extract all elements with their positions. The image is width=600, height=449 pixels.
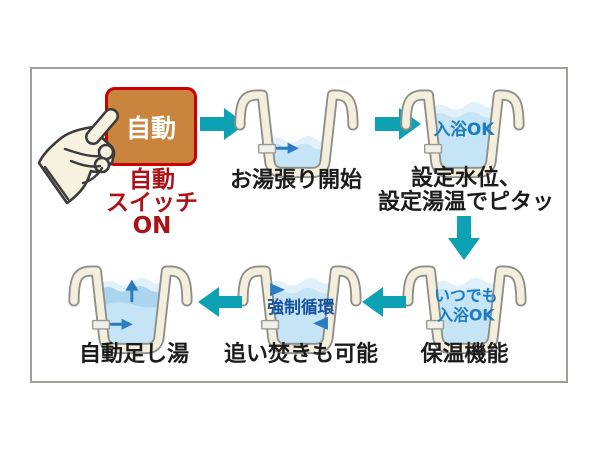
set-caption-line1: 設定水位、 (410, 166, 521, 191)
inlet-port (260, 319, 280, 330)
arrow-right-icon (200, 108, 246, 140)
circulation-arrow-right-icon (270, 283, 285, 297)
tub-ready-text: 入浴OK (433, 119, 495, 139)
topup-caption: 自動足し湯 (78, 342, 189, 367)
auto-switch-button-label: 自動 (125, 113, 176, 143)
pointing-hand-icon (37, 108, 119, 205)
tub-filling-illustration (234, 89, 359, 179)
tub-water (430, 102, 498, 168)
tub-keepwarm-text-line1: いつでも (434, 286, 497, 305)
inlet-port (91, 319, 111, 330)
inlet-port (425, 319, 445, 330)
tub-keepwarm-illustration: いつでも 入浴OK (402, 265, 527, 355)
keepwarm-caption: 保温機能 (420, 342, 509, 367)
set-caption: 設定水位、 設定湯温でピタッ (366, 167, 566, 215)
tub-water-crest (268, 136, 327, 150)
arrow-down-icon (448, 216, 480, 260)
inlet-port (423, 143, 443, 154)
fill-caption: お湯張り開始 (229, 168, 362, 193)
switch-caption-line2: スイッチ (106, 190, 198, 216)
arrow-left-icon (198, 287, 242, 317)
switch-caption: 自動 スイッチ ON (90, 169, 214, 238)
tub-water-crest (432, 278, 500, 294)
tub-keepwarm-text-line2: 入浴OK (437, 306, 495, 325)
tub-water-crest (430, 102, 498, 118)
reheat-caption: 追い焚きも可能 (223, 342, 378, 367)
tub-water (267, 278, 335, 344)
arrow-left-icon (362, 287, 406, 317)
tub-topup-illustration (68, 265, 193, 355)
tub-ready-illustration: 入浴OK (400, 89, 525, 179)
set-caption-line2: 設定湯温でピタッ (377, 190, 554, 215)
tub-water (432, 278, 500, 344)
circulation-arrow-left-icon (313, 316, 328, 330)
inlet-port (257, 143, 277, 154)
tub-reheat-text: 強制循環 (267, 297, 334, 317)
tub-reheat-illustration: 強制循環 (237, 265, 362, 355)
switch-caption-line1: 自動 (129, 167, 175, 193)
switch-caption-line3: ON (132, 213, 172, 239)
